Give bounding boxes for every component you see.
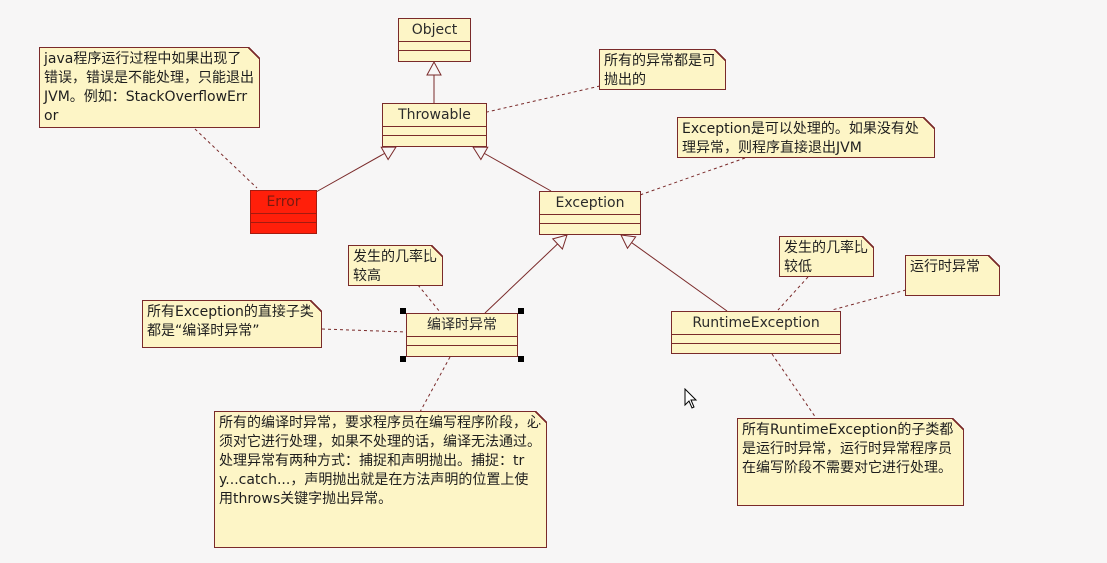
attributes-compartment [540, 215, 640, 224]
note-runtime-detail[interactable]: 所有RuntimeException的子类都是运行时异常，运行时异常程序员在编写… [737, 418, 964, 506]
note-text: 所有RuntimeException的子类都是运行时异常，运行时异常程序员在编写… [742, 422, 954, 476]
class-name: Exception [540, 192, 640, 215]
anchor-runtime-label-note[interactable] [831, 289, 907, 311]
note-text: 发生的几率比较高 [353, 249, 437, 284]
note-runtime-probability[interactable]: 发生的几率比较低 [779, 236, 874, 277]
anchor-runtime-prob-note[interactable] [777, 276, 809, 311]
note-text: Exception是可以处理的。如果没有处理异常，则程序直接退出JVM [682, 121, 919, 156]
anchor-checked-detail-note[interactable] [419, 356, 451, 413]
operations-compartment [399, 51, 470, 59]
class-exception[interactable]: Exception [539, 191, 641, 235]
anchor-checked-prob-note[interactable] [417, 284, 441, 313]
note-error[interactable]: java程序运行过程中如果出现了错误，错误是不能处理，只能退出JVM。例如：St… [39, 47, 260, 128]
resize-handle-nw[interactable] [400, 308, 406, 314]
note-text: 所有的异常都是可抛出的 [604, 53, 716, 88]
attributes-compartment [399, 42, 470, 51]
anchor-error-note[interactable] [194, 128, 258, 189]
resize-handle-sw[interactable] [400, 356, 406, 362]
class-checked-exception[interactable]: 编译时异常 [406, 313, 518, 357]
note-runtime-label[interactable]: 运行时异常 [905, 255, 1000, 296]
anchor-checked-def-note[interactable] [321, 328, 407, 333]
note-checked-probability[interactable]: 发生的几率比较高 [348, 245, 443, 286]
operations-compartment [383, 136, 486, 144]
anchor-runtime-detail-note[interactable] [771, 353, 817, 419]
anchor-throwable-note[interactable] [486, 85, 601, 113]
note-exception[interactable]: Exception是可以处理的。如果没有处理异常，则程序直接退出JVM [677, 117, 935, 158]
class-name: Error [251, 191, 316, 214]
attributes-compartment [251, 214, 316, 223]
attributes-compartment [383, 127, 486, 136]
note-text: java程序运行过程中如果出现了错误，错误是不能处理，只能退出JVM。例如：St… [44, 51, 254, 124]
class-name: Object [399, 19, 470, 42]
mouse-cursor-icon [684, 388, 698, 409]
note-text: 所有的编译时异常，要求程序员在编写程序阶段，必须对它进行处理，如果不处理的话，编… [219, 415, 541, 507]
note-text: 所有Exception的直接子类都是“编译时异常” [147, 304, 314, 339]
class-object[interactable]: Object [398, 18, 471, 62]
class-throwable[interactable]: Throwable [382, 103, 487, 147]
resize-handle-ne[interactable] [518, 308, 524, 314]
operations-compartment [407, 346, 517, 354]
note-checked-definition[interactable]: 所有Exception的直接子类都是“编译时异常” [142, 300, 322, 348]
operations-compartment [672, 344, 840, 352]
resize-handle-se[interactable] [518, 356, 524, 362]
class-runtime-exception[interactable]: RuntimeException [671, 311, 841, 354]
edge-checked-exception[interactable] [484, 234, 568, 314]
anchor-exception-note[interactable] [639, 157, 746, 196]
note-text: 发生的几率比较低 [784, 240, 868, 275]
note-checked-detail[interactable]: 所有的编译时异常，要求程序员在编写程序阶段，必须对它进行处理，如果不处理的话，编… [214, 411, 547, 548]
class-error[interactable]: Error [250, 190, 317, 234]
note-text: 运行时异常 [910, 259, 980, 275]
operations-compartment [540, 224, 640, 232]
attributes-compartment [407, 337, 517, 346]
edge-error-throwable[interactable] [315, 146, 397, 193]
class-name: 编译时异常 [407, 314, 517, 337]
note-throwable[interactable]: 所有的异常都是可抛出的 [599, 49, 726, 90]
edge-exception-throwable[interactable] [472, 146, 552, 192]
operations-compartment [251, 223, 316, 231]
edge-runtime-exception[interactable] [620, 234, 728, 312]
class-name: RuntimeException [672, 312, 840, 335]
attributes-compartment [672, 335, 840, 344]
class-name: Throwable [383, 104, 486, 127]
